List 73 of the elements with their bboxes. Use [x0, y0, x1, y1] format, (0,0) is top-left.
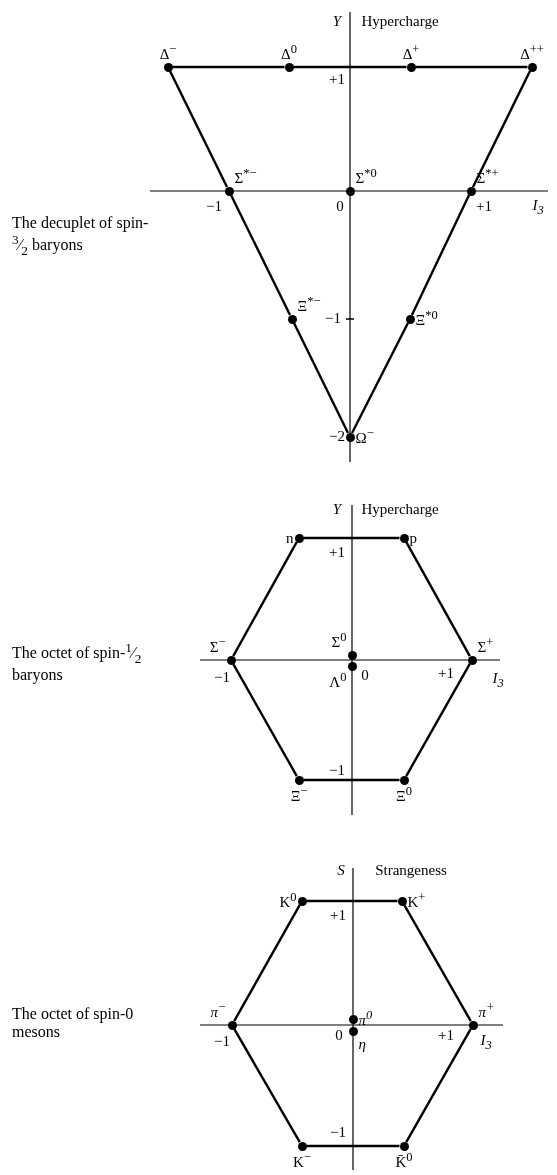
- particle-symbol: Λ$^{0}$: [328, 670, 348, 690]
- connecting-line: [233, 1028, 301, 1143]
- tick-label: +1: [476, 198, 492, 216]
- particle-symbol: K$^{0}$: [278, 891, 298, 911]
- connecting-line: [303, 778, 400, 782]
- diagram-caption: The octet of spin-0 mesons: [12, 1005, 135, 1042]
- tick-label: +1: [329, 71, 345, 89]
- tick-label: 0: [335, 1027, 343, 1045]
- particle-symbol: Δ$^{++}$: [519, 43, 545, 63]
- particle-symbol: π$^{+}$: [477, 1001, 496, 1021]
- axis-label: Hypercharge: [361, 13, 439, 31]
- tick-label: +1: [329, 544, 345, 562]
- particle-symbol: Ξ$^{*−}$: [296, 295, 322, 315]
- diagram-caption: The decuplet of spin-$^{3}$⁄$_{2}$ baryons: [12, 214, 150, 259]
- tick-label: +1: [438, 1027, 454, 1045]
- connecting-line: [405, 1028, 472, 1143]
- particle-symbol: π$^{−}$: [209, 1001, 228, 1021]
- tick-label: −1: [214, 669, 230, 687]
- connecting-line: [168, 70, 229, 188]
- particle-symbol: K$^{−}$: [292, 1150, 312, 1170]
- connecting-line: [232, 663, 298, 777]
- axis-label: Y: [332, 13, 342, 31]
- particle-symbol: Ξ$^{*0}$: [414, 309, 439, 329]
- tick-label: 0: [361, 667, 369, 685]
- connecting-line: [229, 194, 292, 316]
- axis-label: S: [337, 862, 345, 880]
- connecting-line: [403, 904, 472, 1022]
- diagram-caption: The octet of spin-$^{1}$⁄$_{2}$ baryons: [12, 640, 143, 685]
- axis-label: Strangeness: [375, 862, 447, 880]
- particle-symbol: Δ$^{+}$: [401, 43, 421, 63]
- tick-label: −1: [329, 762, 345, 780]
- particle-symbol: K̄$^{0}$: [394, 1150, 414, 1170]
- connecting-line: [232, 541, 298, 657]
- particle-symbol: Σ$^{0}$: [330, 631, 348, 651]
- connecting-line: [233, 904, 301, 1022]
- tick-label: +1: [330, 907, 346, 925]
- particle-symbol: Ω$^{−}$: [354, 427, 375, 447]
- connecting-line: [415, 65, 528, 69]
- particle-symbol: Σ$^{+}$: [476, 636, 495, 656]
- particle-symbol: η: [357, 1035, 367, 1052]
- particle-symbol: p: [408, 529, 418, 547]
- tick-label: −1: [330, 1124, 346, 1142]
- axis-label: I$_{3}$: [480, 1031, 492, 1053]
- axis-label: I$_{3}$: [492, 669, 504, 691]
- tick-label: +1: [438, 665, 454, 683]
- particle-symbol: Ξ$^{0}$: [395, 784, 413, 804]
- tick-label: −1: [325, 310, 341, 328]
- tick-label: −2: [329, 428, 345, 446]
- axis-label: Y: [332, 501, 342, 519]
- axis-label: Hypercharge: [361, 501, 439, 519]
- particle-symbol: n: [285, 529, 295, 547]
- particle-symbol: Σ$^{*0}$: [354, 167, 378, 187]
- particle-symbol: Ξ$^{−}$: [289, 784, 309, 804]
- tick-label: −1: [214, 1033, 230, 1051]
- connecting-line: [405, 663, 471, 777]
- connecting-line: [306, 1144, 400, 1148]
- particle-symbol: K$^{+}$: [406, 891, 427, 911]
- particle-symbol: Σ$^{−}$: [208, 636, 227, 656]
- connecting-line: [350, 322, 410, 434]
- connecting-line: [306, 899, 398, 903]
- tick-label: 0: [336, 198, 344, 216]
- particle-symbol: Σ$^{*−}$: [233, 167, 258, 187]
- particle-symbol: Δ$^{0}$: [280, 43, 298, 63]
- axis-label: I$_{3}$: [532, 196, 544, 218]
- connecting-line: [471, 70, 532, 188]
- particle-symbol: π$^{0}$: [357, 1009, 374, 1029]
- connecting-line: [172, 65, 285, 69]
- connecting-line: [405, 541, 471, 657]
- connecting-line: [303, 536, 400, 540]
- connecting-line: [292, 322, 350, 434]
- connecting-line: [293, 65, 407, 69]
- particle-symbol: Δ$^{−}$: [158, 43, 178, 63]
- tick-label: −1: [206, 198, 222, 216]
